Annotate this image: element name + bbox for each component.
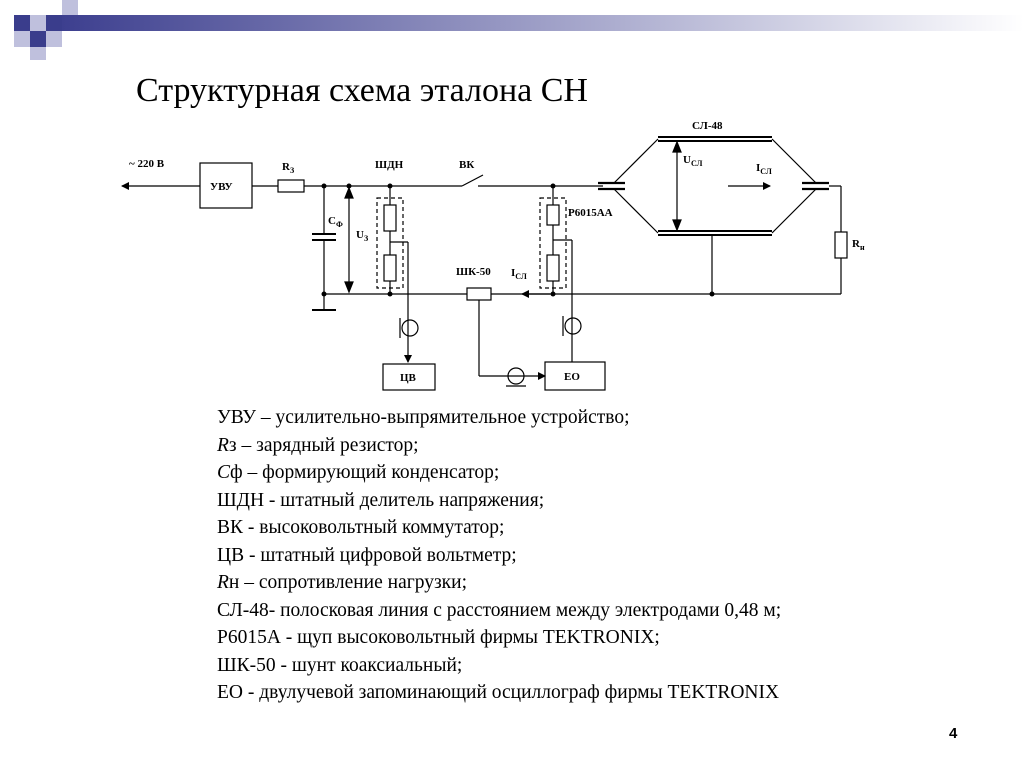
junction-dot xyxy=(387,183,393,189)
label-sl48: СЛ-48 xyxy=(692,120,723,132)
legend-item: ЦВ - штатный цифровой вольтметр; xyxy=(217,544,517,566)
label-source: ~ 220 В xyxy=(129,158,165,170)
shk50-shunt xyxy=(466,287,492,301)
decor-square xyxy=(14,15,30,31)
shdn-resistor-top xyxy=(383,204,397,232)
coax-symbol xyxy=(507,367,525,385)
cv-box xyxy=(382,363,436,391)
sl48-wire xyxy=(613,188,659,234)
label-eo: ЕО xyxy=(564,371,580,383)
legend-item: Rн – сопротивление нагрузки; xyxy=(217,572,467,593)
label-rz: RЗ xyxy=(282,161,294,175)
label-usl: UСЛ xyxy=(683,154,703,168)
junction-dot xyxy=(321,291,327,297)
label-isl-bottom: IСЛ xyxy=(511,267,527,281)
circuit-diagram: ~ 220 В УВУ RЗ ШДН ВК СФ UЗ СЛ-48 UСЛ IС… xyxy=(121,120,865,391)
label-probe: Р6015АА xyxy=(568,207,613,219)
legend-item: Р6015А - щуп высоковольтный фирмы TEKTRO… xyxy=(217,627,660,648)
legend-item: ЕО - двулучевой запоминающий осциллограф… xyxy=(217,682,780,703)
header-gradient-bar xyxy=(62,15,1024,31)
label-shk50: ШК-50 xyxy=(456,266,491,278)
legend-list: УВУ – усилительно-выпрямительное устройс… xyxy=(217,404,781,707)
sl48-wire xyxy=(613,138,659,184)
probe-resistor-top xyxy=(546,204,560,226)
label-rn: Rн xyxy=(852,238,865,252)
sl48-wire xyxy=(771,188,817,234)
junction-dot xyxy=(387,291,393,297)
legend-item: ВК - высоковольтный коммутатор; xyxy=(217,517,505,538)
header-decoration xyxy=(14,0,1024,60)
page-number: 4 xyxy=(949,725,958,742)
vk-switch xyxy=(461,174,484,187)
label-uvu: УВУ xyxy=(210,181,233,193)
coax-symbol xyxy=(564,317,582,335)
legend-item: УВУ – усилительно-выпрямительное устройс… xyxy=(217,407,630,428)
label-cf: СФ xyxy=(328,215,343,229)
probe-resistor-bottom xyxy=(546,254,560,282)
shdn-resistor-bottom xyxy=(383,254,397,282)
slide-title: Структурная схема эталона СН xyxy=(136,72,588,109)
label-vk: ВК xyxy=(459,159,474,171)
eo-box xyxy=(544,361,606,391)
decor-square xyxy=(30,47,46,60)
junction-dot xyxy=(321,183,327,189)
legend-item: ШК-50 - шунт коаксиальный; xyxy=(217,654,463,676)
junction-dot xyxy=(550,291,556,297)
coax-symbol xyxy=(401,319,419,337)
sl48-wire xyxy=(771,138,817,184)
legend-item: СЛ-48- полосковая линия с расстоянием ме… xyxy=(217,599,782,621)
probe-enclosure xyxy=(539,197,567,289)
label-u3: UЗ xyxy=(356,229,368,243)
junction-dot xyxy=(709,291,715,297)
label-shdn: ШДН xyxy=(375,159,404,171)
label-isl-top: IСЛ xyxy=(756,162,772,176)
junction-dot xyxy=(550,183,556,189)
decor-square xyxy=(62,0,78,15)
decor-square xyxy=(46,31,62,47)
decor-square xyxy=(46,15,62,31)
rn-resistor xyxy=(834,231,848,259)
shdn-enclosure xyxy=(376,197,404,289)
decor-square xyxy=(30,31,46,47)
legend-item: Rз – зарядный резистор; xyxy=(217,434,419,456)
label-cv: ЦВ xyxy=(400,372,417,384)
decor-square xyxy=(30,15,46,31)
legend-item: Сф – формирующий конденсатор; xyxy=(217,462,500,483)
decor-square xyxy=(14,31,30,47)
legend-item: ШДН - штатный делитель напряжения; xyxy=(217,489,545,511)
rz-resistor xyxy=(277,179,305,193)
junction-dot xyxy=(346,183,352,189)
